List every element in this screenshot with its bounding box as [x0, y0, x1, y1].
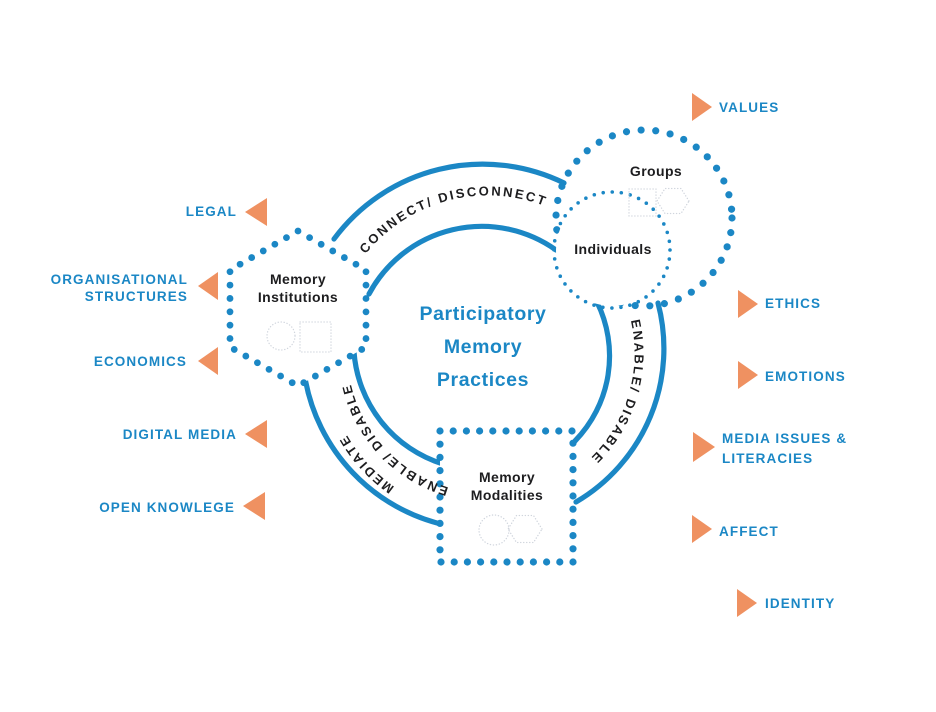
- values-label: VALUES: [719, 100, 779, 115]
- ring-arcs: [302, 161, 667, 528]
- digital-media-label: DIGITAL MEDIA: [123, 427, 237, 442]
- individuals-fill: [556, 194, 668, 306]
- legal-label: LEGAL: [186, 204, 237, 219]
- identity-triangle-icon: [737, 589, 757, 617]
- economics-triangle-icon: [198, 347, 218, 375]
- right-labels: VALUES ETHICS EMOTIONS MEDIA ISSUES & LI…: [692, 93, 847, 617]
- modalities-label-line-2: Modalities: [471, 487, 543, 503]
- values-triangle-icon: [692, 93, 712, 121]
- label-emotions: EMOTIONS: [738, 361, 846, 389]
- label-identity: IDENTITY: [737, 589, 835, 617]
- central-title: Participatory Memory Practices: [419, 303, 546, 391]
- digital-media-triangle-icon: [245, 420, 267, 448]
- arc-label-enable-disable-left: ENABLE/ DISABLE: [339, 382, 448, 499]
- groups-dotted-circle: [552, 126, 736, 310]
- svg-text:ENABLE/ DISABLE: ENABLE/ DISABLE: [339, 382, 450, 499]
- individuals-label: Individuals: [574, 241, 652, 257]
- arc-left-outer: [302, 375, 448, 528]
- identity-label: IDENTITY: [765, 596, 835, 611]
- left-labels: LEGAL ORGANISATIONAL STRUCTURES ECONOMIC…: [51, 198, 267, 520]
- institutions-label-line-1: Memory: [270, 271, 326, 287]
- label-ethics: ETHICS: [738, 290, 821, 318]
- memory-institutions-node: [226, 227, 370, 390]
- label-digital-media: DIGITAL MEDIA: [123, 420, 267, 448]
- groups-individuals-node: [552, 126, 736, 310]
- organisational-structures-label-line-1: ORGANISATIONAL: [51, 272, 188, 287]
- emotions-triangle-icon: [738, 361, 758, 389]
- label-media-issues-literacies: MEDIA ISSUES & LITERACIES: [693, 431, 847, 466]
- label-legal: LEGAL: [186, 198, 267, 226]
- ethics-triangle-icon: [738, 290, 758, 318]
- label-open-knowlege: OPEN KNOWLEGE: [99, 492, 265, 520]
- arc-top-inner: [366, 223, 559, 297]
- ethics-label: ETHICS: [765, 296, 821, 311]
- media-issues-literacies-triangle-icon: [693, 432, 715, 462]
- modalities-ghost-circle: [478, 514, 510, 546]
- individuals-dotted-circle: [552, 190, 672, 310]
- title-line-2: Memory: [444, 336, 522, 358]
- modalities-dotted-square: [436, 427, 577, 566]
- organisational-structures-triangle-icon: [198, 272, 218, 300]
- affect-triangle-icon: [692, 515, 712, 543]
- label-economics: ECONOMICS: [94, 347, 218, 375]
- institutions-label-line-2: Institutions: [258, 289, 338, 305]
- groups-ghost-hexagon: [656, 187, 690, 215]
- label-affect: AFFECT: [692, 515, 779, 543]
- title-line-1: Participatory: [419, 303, 546, 325]
- media-issues-literacies-label-line-1: MEDIA ISSUES &: [722, 431, 847, 446]
- arc-left-inner: [351, 349, 446, 467]
- modalities-label-line-1: Memory: [479, 469, 535, 485]
- institutions-dotted-hexagon: [226, 227, 370, 390]
- open-knowlege-triangle-icon: [243, 492, 265, 520]
- groups-label: Groups: [630, 163, 682, 179]
- affect-label: AFFECT: [719, 524, 779, 539]
- label-values: VALUES: [692, 93, 779, 121]
- open-knowlege-label: OPEN KNOWLEGE: [99, 500, 235, 515]
- economics-label: ECONOMICS: [94, 354, 187, 369]
- institutions-ghost-circle: [266, 321, 296, 351]
- emotions-label: EMOTIONS: [765, 369, 846, 384]
- media-issues-literacies-label-line-2: LITERACIES: [722, 451, 813, 466]
- memory-modalities-node: [436, 427, 577, 566]
- arc-right-outer: [573, 300, 667, 505]
- label-organisational-structures: ORGANISATIONAL STRUCTURES: [51, 272, 218, 304]
- organisational-structures-label-line-2: STRUCTURES: [85, 289, 188, 304]
- institutions-ghost-square: [299, 321, 332, 353]
- legal-triangle-icon: [245, 198, 267, 226]
- arc-right-inner: [572, 299, 613, 444]
- title-line-3: Practices: [437, 369, 529, 391]
- arc-top-outer: [331, 161, 567, 242]
